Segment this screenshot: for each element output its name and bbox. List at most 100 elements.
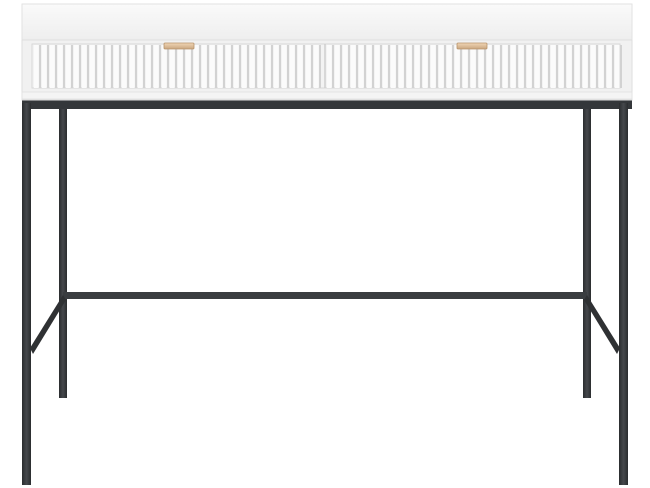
flute-groove xyxy=(476,45,478,88)
flute-groove xyxy=(500,45,502,88)
flute-groove xyxy=(263,45,265,88)
flute-groove xyxy=(348,45,350,88)
flute-groove xyxy=(63,45,65,88)
flute-groove xyxy=(215,45,217,88)
flute-groove xyxy=(532,45,534,88)
flute-groove xyxy=(95,45,97,88)
flute-ridge xyxy=(50,45,55,88)
flute-groove xyxy=(199,45,201,88)
flute-groove xyxy=(572,45,574,88)
flute-ridge xyxy=(527,45,532,88)
flute-ridge xyxy=(439,45,444,88)
flute-ridge xyxy=(98,45,103,88)
handle-icon[interactable] xyxy=(163,42,195,50)
drawer-left-flutes xyxy=(34,45,321,88)
flute-groove xyxy=(340,45,342,88)
flute-groove xyxy=(175,45,177,88)
flute-groove xyxy=(364,45,366,88)
flute-ridge xyxy=(282,45,287,88)
flute-ridge xyxy=(415,45,420,88)
flute-groove xyxy=(540,45,542,88)
flute-ridge xyxy=(58,45,63,88)
flute-ridge xyxy=(391,45,396,88)
flute-ridge xyxy=(266,45,271,88)
cabinet-bottom-edge xyxy=(21,91,633,100)
flute-ridge xyxy=(559,45,564,88)
flute-ridge xyxy=(367,45,372,88)
flute-ridge xyxy=(194,45,199,88)
flute-groove xyxy=(111,45,113,88)
flute-ridge xyxy=(290,45,295,88)
flute-ridge xyxy=(314,45,319,88)
right-side-stretcher xyxy=(584,295,620,354)
flute-groove xyxy=(127,45,129,88)
flute-ridge xyxy=(583,45,588,88)
handle-icon[interactable] xyxy=(456,42,488,50)
flute-groove xyxy=(255,45,257,88)
flute-groove xyxy=(620,45,622,88)
flute-ridge xyxy=(130,45,135,88)
flute-groove xyxy=(412,45,414,88)
flute-ridge xyxy=(170,45,175,88)
flute-ridge xyxy=(250,45,255,88)
flute-ridge xyxy=(82,45,87,88)
flute-groove xyxy=(135,45,137,88)
flute-groove xyxy=(468,45,470,88)
flute-ridge xyxy=(122,45,127,88)
flute-ridge xyxy=(74,45,79,88)
flute-groove xyxy=(372,45,374,88)
flute-groove xyxy=(452,45,454,88)
flute-groove xyxy=(39,45,41,88)
flute-groove xyxy=(167,45,169,88)
flute-groove xyxy=(79,45,81,88)
flute-ridge xyxy=(210,45,215,88)
flute-ridge xyxy=(106,45,111,88)
flute-groove xyxy=(151,45,153,88)
flute-groove xyxy=(428,45,430,88)
flute-ridge xyxy=(343,45,348,88)
flute-groove xyxy=(564,45,566,88)
flute-groove xyxy=(396,45,398,88)
flute-groove xyxy=(191,45,193,88)
flute-ridge xyxy=(138,45,143,88)
back-left-leg xyxy=(59,108,67,398)
left-side-stretcher xyxy=(30,295,66,354)
flute-ridge xyxy=(615,45,620,88)
drawer-right[interactable] xyxy=(324,43,622,89)
flute-groove xyxy=(47,45,49,88)
flute-ridge xyxy=(575,45,580,88)
flute-ridge xyxy=(146,45,151,88)
flute-groove xyxy=(295,45,297,88)
flute-groove xyxy=(508,45,510,88)
front-right-leg xyxy=(619,103,628,485)
flute-ridge xyxy=(226,45,231,88)
flute-groove xyxy=(420,45,422,88)
flute-groove xyxy=(239,45,241,88)
flute-groove xyxy=(223,45,225,88)
flute-ridge xyxy=(186,45,191,88)
drawer-left[interactable] xyxy=(31,43,326,89)
flute-ridge xyxy=(447,45,452,88)
flute-ridge xyxy=(114,45,119,88)
tabletop xyxy=(21,3,633,41)
flute-ridge xyxy=(66,45,71,88)
flute-groove xyxy=(596,45,598,88)
back-right-leg xyxy=(583,108,591,398)
flute-groove xyxy=(143,45,145,88)
flute-groove xyxy=(103,45,105,88)
flute-ridge xyxy=(551,45,556,88)
flute-ridge xyxy=(202,45,207,88)
top-frame-rail xyxy=(22,99,632,109)
flute-ridge xyxy=(463,45,468,88)
flute-ridge xyxy=(90,45,95,88)
flute-groove xyxy=(319,45,321,88)
flute-ridge xyxy=(455,45,460,88)
flute-groove xyxy=(460,45,462,88)
flute-ridge xyxy=(335,45,340,88)
flute-groove xyxy=(271,45,273,88)
rear-stretcher xyxy=(63,292,587,299)
flute-ridge xyxy=(471,45,476,88)
flute-groove xyxy=(303,45,305,88)
flute-groove xyxy=(279,45,281,88)
